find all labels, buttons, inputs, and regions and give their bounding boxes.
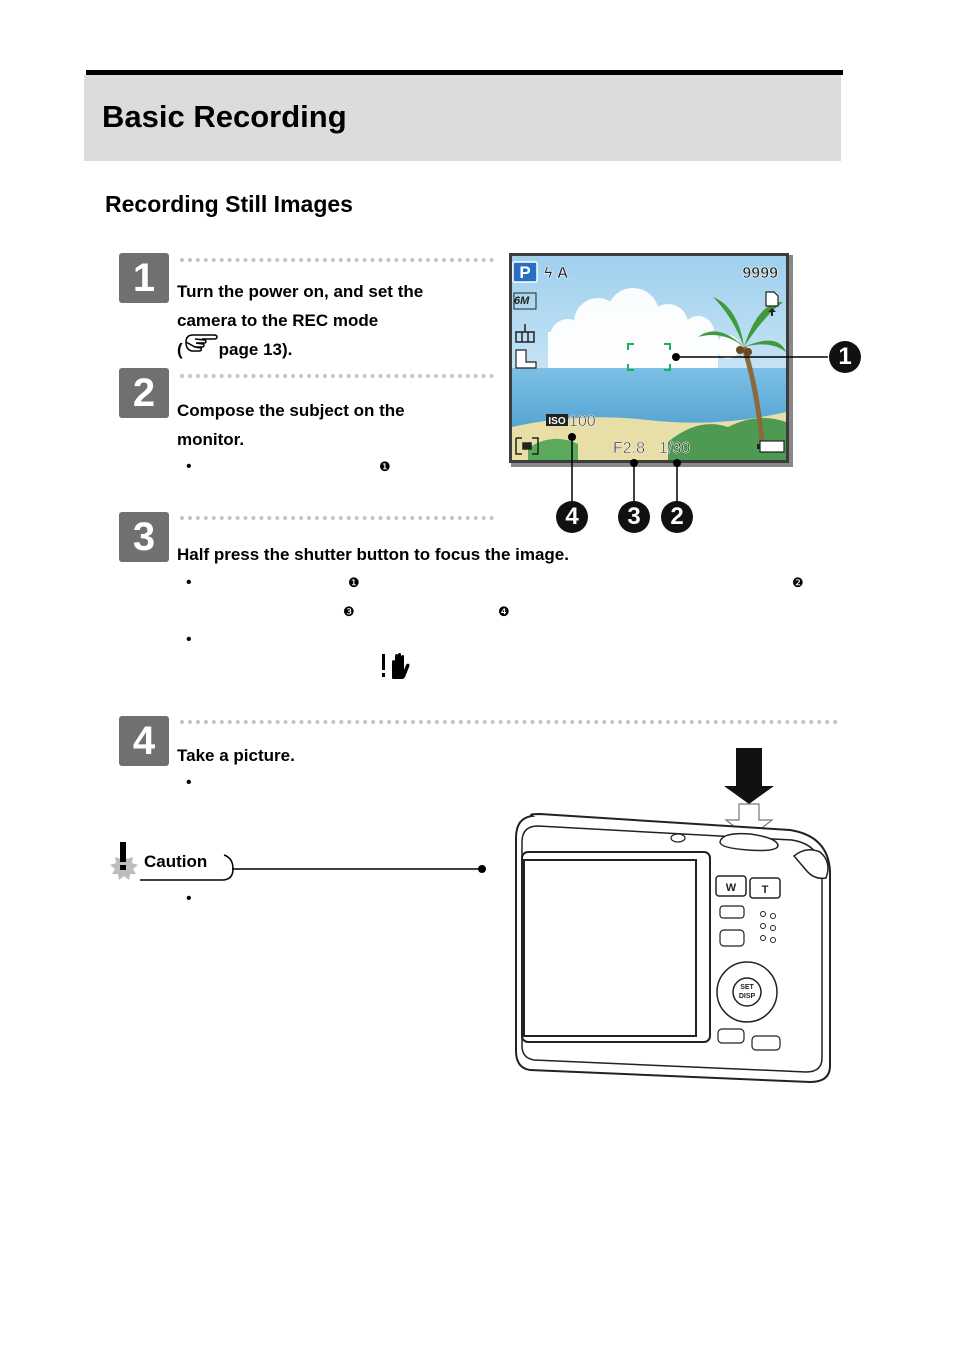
- open-paren: (: [177, 340, 183, 359]
- memory-card-icon: [765, 291, 779, 307]
- camera-shake-icon: [378, 652, 412, 685]
- quality-icon: [515, 324, 535, 343]
- focus-frame: [627, 343, 671, 371]
- step-1-line-2: camera to the REC mode: [177, 311, 379, 330]
- battery-icon: [757, 440, 785, 453]
- step-3-marker-2: ❷: [792, 575, 804, 590]
- step-1-line-3: ( page 13).: [177, 334, 293, 364]
- step-3-marker-4: ❹: [498, 604, 510, 619]
- zoom-t-label: T: [762, 884, 769, 896]
- step-3-divider: [180, 516, 494, 520]
- stabilizer-icon: [768, 308, 776, 316]
- step-4-bullet: •: [186, 774, 192, 791]
- step-3-marker-1: ❶: [348, 575, 360, 590]
- header-box: [84, 75, 841, 161]
- screen-iso-value: 100: [569, 413, 596, 430]
- step-2-divider: [180, 374, 494, 378]
- step-1-divider: [180, 258, 494, 262]
- header-rule: [86, 70, 843, 75]
- screen-aperture: F2.8: [613, 440, 645, 457]
- caution-bullet: •: [186, 890, 192, 907]
- lcd-screen-illustration: P ϟ A 9999 6M ISO 100 F2.8 1/30: [508, 252, 794, 473]
- screen-resolution: 6M: [514, 295, 530, 307]
- caution-underline: [140, 854, 486, 881]
- page-title: Basic Recording: [102, 99, 347, 134]
- screen-iso-label: ISO: [548, 416, 565, 427]
- screen-shots-remaining: 9999: [742, 265, 778, 282]
- callout-3: 3: [618, 501, 650, 533]
- page-ref: page 13).: [218, 340, 293, 359]
- disp-label: DISP: [739, 993, 756, 1000]
- callout-4: 4: [556, 501, 588, 533]
- step-3-badge: 3: [119, 512, 169, 562]
- camera-illustration: W T SET DISP: [510, 746, 836, 1091]
- callout-lines: [568, 353, 828, 502]
- step-2-line-2: monitor.: [177, 430, 245, 449]
- step-3-bullet-2: •: [186, 631, 192, 648]
- step-2-badge: 2: [119, 368, 169, 418]
- af-area-icon: [515, 437, 539, 455]
- step-4-badge: 4: [119, 716, 169, 766]
- screen-shutter: 1/30: [659, 440, 690, 457]
- pointing-hand-icon: [183, 330, 219, 361]
- caution-icon: [108, 842, 142, 887]
- zoom-w-label: W: [726, 882, 737, 894]
- step-1-badge: 1: [119, 253, 169, 303]
- callout-1: 1: [829, 341, 861, 373]
- screen-flash: ϟ A: [544, 265, 569, 282]
- callout-2: 2: [661, 501, 693, 533]
- step-4-line-1: Take a picture.: [177, 746, 295, 765]
- step-3-bullet-1: •: [186, 574, 192, 591]
- step-4-divider: [180, 720, 838, 724]
- step-2-line-1: Compose the subject on the: [177, 401, 405, 420]
- press-arrow-icon: [724, 748, 774, 804]
- set-label: SET: [740, 984, 754, 991]
- caution-label: Caution: [144, 852, 208, 871]
- metering-icon: [515, 349, 537, 369]
- step-3-marker-3: ❸: [343, 604, 355, 619]
- screen-mode: P: [519, 263, 530, 282]
- step-1-line-1: Turn the power on, and set the: [177, 282, 424, 301]
- step-3-line-1: Half press the shutter button to focus t…: [177, 545, 569, 564]
- step-2-marker-1: ❶: [379, 459, 391, 474]
- section-title: Recording Still Images: [105, 191, 353, 217]
- step-2-bullet: •: [186, 458, 192, 475]
